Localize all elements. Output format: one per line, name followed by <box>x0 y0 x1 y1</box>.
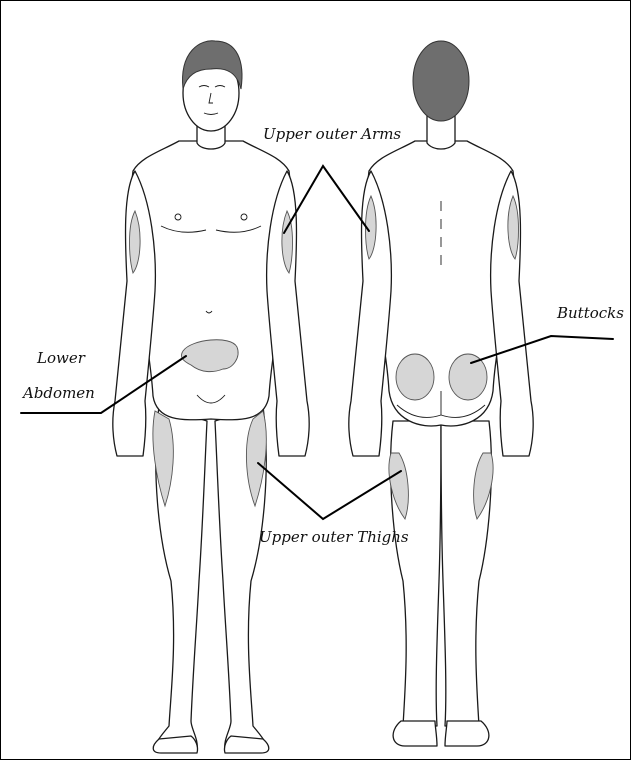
label-upper-outer-thighs: Upper outer Thighs <box>259 528 409 546</box>
left-buttock-site <box>396 354 434 400</box>
label-buttocks: Buttocks <box>556 304 624 322</box>
front-left-foot <box>153 736 197 753</box>
label-abdomen: Abdomen <box>21 384 95 402</box>
back-figure <box>349 41 533 746</box>
front-figure <box>113 41 309 753</box>
thighs-pointer <box>258 463 401 519</box>
back-right-foot <box>445 721 489 746</box>
front-right-foot <box>224 736 268 753</box>
label-upper-outer-arms: Upper outer Arms <box>263 125 401 143</box>
back-head-hair <box>413 41 469 121</box>
label-lower: Lower <box>36 349 86 367</box>
right-buttock-site <box>449 354 487 400</box>
back-left-foot <box>393 721 437 746</box>
